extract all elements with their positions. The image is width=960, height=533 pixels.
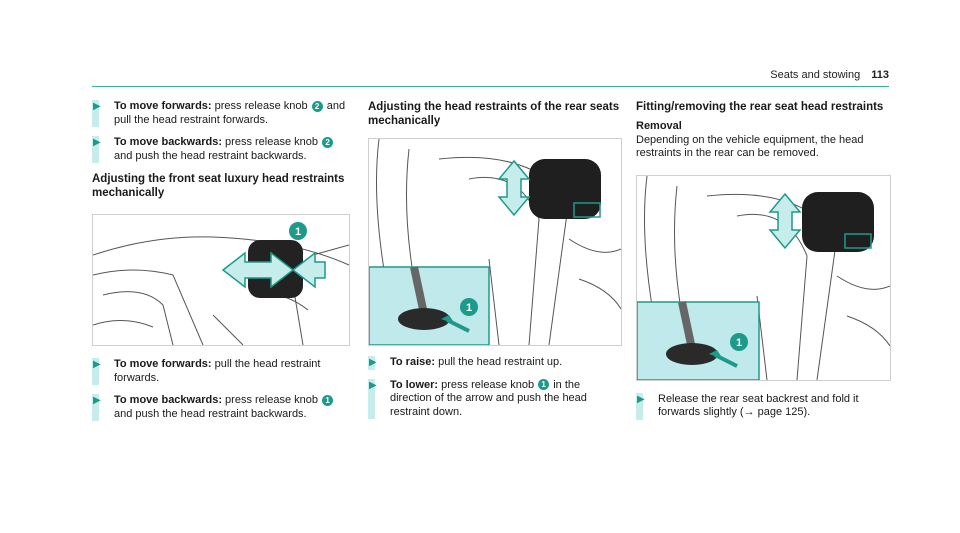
triangle-right-icon: ▶: [93, 359, 101, 370]
step-move-backwards-2: ▶ To move backwards: press release knob …: [92, 394, 352, 421]
section-title: Seats and stowing: [770, 69, 861, 81]
column-2: Adjusting the head restraints of the rea…: [368, 100, 622, 428]
step-move-forwards-1: ▶ To move forwards: press release knob 2…: [92, 100, 346, 127]
figure-front-headrest: 1: [92, 214, 350, 346]
figure-callout: 1: [295, 226, 301, 238]
step-lower: ▶ To lower: press release knob 1 in the …: [368, 378, 587, 419]
figure-callout: 1: [736, 337, 742, 349]
double-arrow-vertical: [768, 192, 802, 249]
double-arrow-vertical: [497, 159, 531, 217]
double-arrow-horizontal: [221, 251, 326, 289]
step-move-forwards-2: ▶ To move forwards: pull the head restra…: [92, 358, 321, 385]
section-heading-front: Adjusting the front seat luxury head res…: [92, 173, 345, 199]
figure-callout: 1: [466, 302, 472, 314]
column-3: Fitting/removing the rear seat head rest…: [636, 100, 891, 429]
page-number: 113: [871, 69, 889, 81]
triangle-right-icon: ▶: [369, 379, 377, 391]
triangle-right-icon: ▶: [369, 357, 377, 368]
rear-headrest-shape: [529, 159, 601, 219]
removal-paragraph: Removal Depending on the vehicle equipme…: [636, 120, 891, 161]
figure-rear-headrest-adjust: 1: [368, 138, 622, 346]
column-1: ▶ To move forwards: press release knob 2…: [92, 100, 352, 430]
step-move-backwards-1: ▶ To move backwards: press release knob …: [92, 136, 352, 163]
subheading-removal: Removal: [636, 120, 682, 132]
knob-badge: 1: [322, 394, 334, 406]
knob-badge: 2: [311, 100, 323, 112]
section-heading-fitting: Fitting/removing the rear seat head rest…: [636, 101, 884, 113]
triangle-right-icon: ▶: [637, 393, 645, 405]
step-raise: ▶ To raise: pull the head restraint up.: [368, 356, 563, 370]
triangle-right-icon: ▶: [93, 137, 101, 148]
knob-badge: 2: [322, 136, 334, 148]
header-rule: [92, 86, 889, 87]
triangle-right-icon: ▶: [93, 395, 101, 406]
knob-badge: 1: [538, 379, 550, 391]
figure-rear-headrest-remove: 1: [636, 174, 891, 381]
page-header: Seats and stowing 113: [770, 69, 889, 81]
rear-headrest-shape: [802, 191, 874, 252]
step-release-backrest: ▶ Release the rear seat backrest and fol…: [636, 392, 859, 420]
triangle-right-icon: ▶: [93, 101, 101, 112]
section-heading-rear: Adjusting the head restraints of the rea…: [368, 101, 620, 127]
